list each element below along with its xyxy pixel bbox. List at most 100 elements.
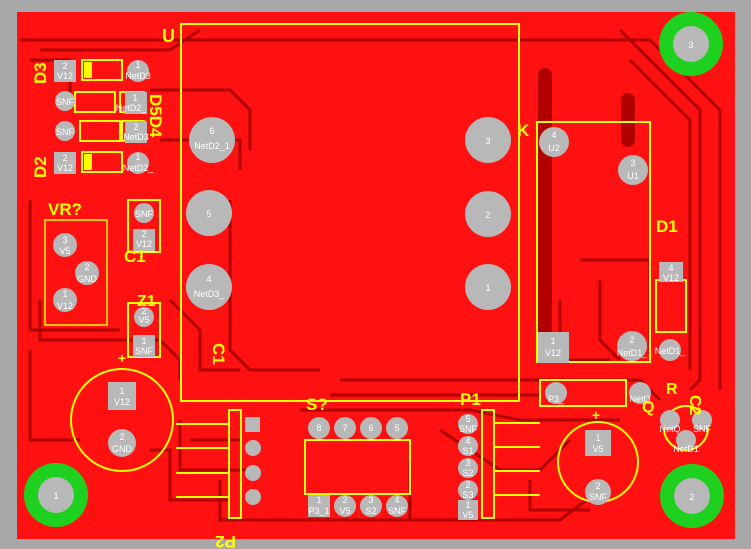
c1-pad-2: 2 GND bbox=[108, 429, 136, 457]
designator-c2: C2 bbox=[686, 395, 703, 416]
svg-text:2: 2 bbox=[62, 153, 67, 163]
c2-pad-2: 2 SNF bbox=[585, 479, 611, 505]
c1-small-pad-snf: SNF bbox=[134, 203, 154, 223]
k-pad-4: 4 U2 bbox=[539, 127, 569, 157]
svg-text:SNF: SNF bbox=[56, 97, 75, 107]
snf-pad-2: SNF bbox=[55, 121, 75, 141]
svg-text:2: 2 bbox=[689, 492, 694, 502]
designator-d1: D1 bbox=[656, 217, 678, 236]
svg-text:NetD3: NetD3 bbox=[125, 71, 151, 81]
svg-text:3: 3 bbox=[630, 158, 635, 168]
designator-p1: P1 bbox=[460, 390, 481, 409]
p1-pad-number: 4 bbox=[465, 436, 470, 446]
designator-q: Q bbox=[642, 399, 654, 416]
d3-band bbox=[84, 62, 92, 78]
svg-text:1: 1 bbox=[135, 152, 140, 162]
svg-text:NetD3_: NetD3_ bbox=[194, 289, 226, 299]
svg-text:1: 1 bbox=[132, 93, 137, 103]
svg-text:NetQ: NetQ bbox=[659, 424, 680, 434]
mount-hole-tr: 3 bbox=[659, 12, 723, 76]
z1-pad-1: 1 SNF bbox=[133, 335, 155, 357]
svg-text:GND: GND bbox=[112, 444, 133, 454]
svg-text:V12: V12 bbox=[545, 348, 561, 358]
c2-pad-1: 1 V5 bbox=[585, 430, 611, 456]
svg-text:V12: V12 bbox=[136, 239, 152, 249]
s-top-pad: 6 bbox=[360, 417, 382, 439]
d3-pad-2: 2 V12 bbox=[54, 60, 76, 82]
svg-text:NetD1: NetD1 bbox=[673, 444, 699, 454]
s-bottom-pad-number: 3 bbox=[368, 495, 373, 505]
svg-text:SNF: SNF bbox=[135, 209, 154, 219]
s-bottom-pad-net: SNF bbox=[388, 506, 407, 516]
svg-text:2: 2 bbox=[119, 432, 124, 442]
q-pad-1: P3_ bbox=[545, 382, 567, 404]
d1-pad-a: 4 V12 bbox=[659, 262, 683, 283]
svg-text:2: 2 bbox=[595, 481, 600, 491]
s-top-pad: 5 bbox=[386, 417, 408, 439]
d5-outline bbox=[74, 91, 116, 113]
designator-d2: D2 bbox=[31, 156, 50, 178]
svg-text:NetQ: NetQ bbox=[629, 394, 650, 404]
svg-text:2: 2 bbox=[629, 335, 634, 345]
p1-pad-number: 5 bbox=[465, 414, 470, 424]
traces bbox=[20, 28, 722, 522]
svg-text:5: 5 bbox=[206, 209, 211, 219]
svg-text:3: 3 bbox=[688, 40, 693, 50]
p1-pad-net: S2 bbox=[462, 468, 473, 478]
k-outline bbox=[536, 121, 651, 363]
c1-plus: + bbox=[118, 350, 126, 366]
p1-pad-number: 3 bbox=[465, 458, 470, 468]
s-bottom-pad-net: P3_1 bbox=[308, 506, 329, 516]
svg-text:4: 4 bbox=[206, 274, 211, 284]
svg-text:3: 3 bbox=[62, 235, 67, 245]
k-pad-1: 1 V12 bbox=[538, 332, 569, 363]
svg-text:1: 1 bbox=[62, 289, 67, 299]
c1-small-outline bbox=[127, 199, 161, 253]
d3-pad-1: 1 NetD3 bbox=[125, 60, 151, 82]
p1-pad-number: 2 bbox=[465, 480, 470, 490]
svg-text:1: 1 bbox=[141, 336, 146, 346]
k-pad-3: 3 U1 bbox=[618, 155, 648, 185]
designator-c1-top: C1 bbox=[124, 247, 146, 266]
svg-text:NetD1_: NetD1_ bbox=[655, 346, 687, 356]
s-top-pad-number: 7 bbox=[342, 423, 347, 433]
p2-pin-lines bbox=[176, 423, 229, 498]
svg-text:1: 1 bbox=[119, 386, 124, 396]
svg-text:NetD2_: NetD2_ bbox=[123, 163, 155, 173]
d2-pad-2: 2 V12 bbox=[54, 152, 76, 174]
relay-pad-5: 5 bbox=[186, 190, 232, 236]
p1-pad-net: S3 bbox=[462, 490, 473, 500]
svg-text:2: 2 bbox=[62, 61, 67, 71]
designator-z1: Z1 bbox=[137, 293, 156, 310]
svg-text:SNF: SNF bbox=[56, 127, 75, 137]
svg-text:4: 4 bbox=[668, 263, 673, 273]
designator-d3: D3 bbox=[31, 62, 50, 84]
s-top-pad: 8 bbox=[308, 417, 330, 439]
svg-text:NetD3: NetD3 bbox=[123, 132, 149, 142]
q-outline bbox=[539, 379, 627, 407]
relay-pad-3: 3 bbox=[465, 117, 511, 163]
svg-text:6: 6 bbox=[209, 126, 214, 136]
snf-pad-1: SNF bbox=[55, 91, 75, 111]
d2-band bbox=[84, 154, 92, 170]
relay-pad-2: 2 bbox=[465, 191, 511, 237]
z1-pad-2: 2 V5 bbox=[134, 306, 154, 327]
svg-text:V5: V5 bbox=[59, 246, 70, 256]
r-pad-c: NetD1 bbox=[673, 430, 699, 454]
vr-pad-2: 2 GND bbox=[75, 261, 99, 285]
svg-text:V12: V12 bbox=[663, 273, 679, 283]
s-bottom-pad-net: S2 bbox=[365, 506, 376, 516]
mount-hole-br: 2 bbox=[660, 464, 724, 528]
designator-c1: C1 bbox=[209, 343, 228, 365]
svg-text:GND: GND bbox=[77, 274, 98, 284]
slots bbox=[538, 68, 635, 337]
svg-text:V12: V12 bbox=[57, 301, 73, 311]
designator-u: U bbox=[162, 26, 175, 46]
svg-text:U1: U1 bbox=[627, 171, 639, 181]
svg-text:3: 3 bbox=[485, 136, 490, 146]
d4-outline bbox=[79, 120, 123, 142]
s-top-pad-number: 6 bbox=[368, 423, 373, 433]
